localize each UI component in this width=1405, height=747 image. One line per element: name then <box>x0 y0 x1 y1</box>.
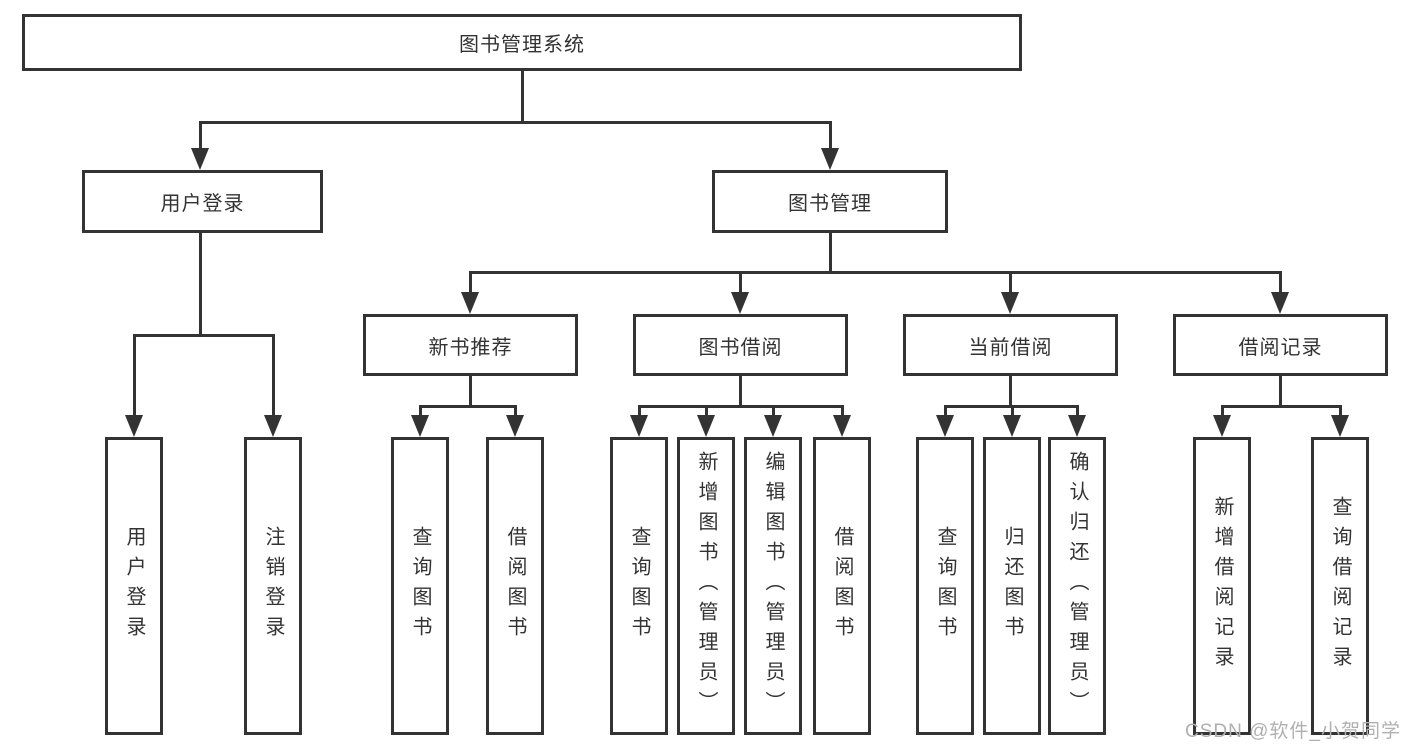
node-label: 查询图书 <box>934 526 956 646</box>
arrow-stem <box>1278 272 1282 296</box>
arrow-stem <box>1008 272 1012 296</box>
arrow-stem <box>468 272 472 296</box>
node-leaf-add-book-admin: 新增图书（管理员） <box>677 437 735 735</box>
node-label: 新增图书（管理员） <box>695 451 717 721</box>
node-label: 用户登录 <box>123 526 145 646</box>
node-leaf-query-book-1: 查询图书 <box>391 437 449 735</box>
node-leaf-borrow-book-2: 借阅图书 <box>813 437 871 735</box>
node-label: 注销登录 <box>262 526 284 646</box>
arrow-stem <box>828 122 832 152</box>
connector-line <box>198 233 202 335</box>
arrow-stem <box>1220 406 1224 419</box>
csdn-watermark: CSDN @软件_小贺同学 <box>1185 721 1401 742</box>
node-label: 新书推荐 <box>428 336 513 359</box>
node-leaf-query-borrow-record: 查询借阅记录 <box>1311 437 1369 735</box>
node-borrow-record: 借阅记录 <box>1173 314 1388 376</box>
arrow-stem <box>132 335 136 419</box>
connector-line <box>132 333 275 337</box>
node-new-book-recommend: 新书推荐 <box>363 314 578 376</box>
arrow-stem <box>738 272 742 296</box>
node-leaf-query-book-2: 查询图书 <box>610 437 668 735</box>
connector-line <box>738 376 742 406</box>
arrowhead-down-icon <box>125 415 143 437</box>
node-leaf-add-borrow-record: 新增借阅记录 <box>1193 437 1251 735</box>
arrowhead-down-icon <box>411 415 429 437</box>
node-user-login: 用户登录 <box>82 170 323 233</box>
connector-line <box>1008 376 1012 406</box>
node-leaf-query-book-3: 查询图书 <box>916 437 974 735</box>
arrowhead-down-icon <box>1068 415 1086 437</box>
node-label: 查询借阅记录 <box>1329 496 1351 676</box>
node-label: 查询图书 <box>409 526 431 646</box>
node-label: 当前借阅 <box>968 336 1053 359</box>
node-label: 编辑图书（管理员） <box>762 451 784 721</box>
node-leaf-edit-book-admin: 编辑图书（管理员） <box>744 437 802 735</box>
arrowhead-down-icon <box>1331 415 1349 437</box>
arrow-stem <box>1010 406 1014 419</box>
node-label: 图书管理 <box>788 193 872 215</box>
arrow-stem <box>840 406 844 419</box>
node-leaf-confirm-return-admin: 确认归还（管理员） <box>1048 437 1106 735</box>
connector-line <box>637 404 844 408</box>
connector-line <box>198 120 832 124</box>
arrowhead-down-icon <box>630 415 648 437</box>
node-label: 用户登录 <box>160 193 245 215</box>
arrowhead-down-icon <box>1003 415 1021 437</box>
arrowhead-down-icon <box>697 415 715 437</box>
arrowhead-down-icon <box>506 415 524 437</box>
connector-line <box>1220 404 1342 408</box>
connector-line <box>520 71 524 122</box>
arrowhead-down-icon <box>461 292 479 314</box>
arrowhead-down-icon <box>1271 292 1289 314</box>
arrow-stem <box>704 406 708 419</box>
connector-line <box>418 404 517 408</box>
arrow-stem <box>271 335 275 419</box>
node-leaf-user-login: 用户登录 <box>105 437 163 735</box>
arrow-stem <box>1075 406 1079 419</box>
node-label: 新增借阅记录 <box>1211 496 1233 676</box>
node-book-management: 图书管理 <box>712 170 948 233</box>
connector-line <box>1278 376 1282 406</box>
node-leaf-return-book: 归还图书 <box>983 437 1041 735</box>
node-label: 查询图书 <box>628 526 650 646</box>
arrow-stem <box>513 406 517 419</box>
node-book-borrow: 图书借阅 <box>633 314 848 376</box>
arrowhead-down-icon <box>1213 415 1231 437</box>
arrow-stem <box>418 406 422 419</box>
node-label: 借阅记录 <box>1238 336 1323 359</box>
arrowhead-down-icon <box>764 415 782 437</box>
node-label: 图书借阅 <box>698 336 783 359</box>
connector-line <box>828 233 832 272</box>
node-label: 借阅图书 <box>831 526 853 646</box>
arrow-stem <box>637 406 641 419</box>
arrowhead-down-icon <box>731 292 749 314</box>
arrow-stem <box>943 406 947 419</box>
arrowhead-down-icon <box>833 415 851 437</box>
node-label: 借阅图书 <box>504 526 526 646</box>
arrow-stem <box>771 406 775 419</box>
node-current-borrow: 当前借阅 <box>903 314 1118 376</box>
arrowhead-down-icon <box>264 415 282 437</box>
node-leaf-borrow-book-1: 借阅图书 <box>486 437 544 735</box>
connector-line <box>468 376 472 406</box>
node-leaf-logout: 注销登录 <box>244 437 302 735</box>
arrow-stem <box>198 122 202 152</box>
connector-line <box>468 270 1282 274</box>
arrowhead-down-icon <box>191 148 209 170</box>
arrowhead-down-icon <box>936 415 954 437</box>
node-label: 确认归还（管理员） <box>1066 451 1088 721</box>
arrow-stem <box>1338 406 1342 419</box>
node-root: 图书管理系统 <box>22 14 1022 71</box>
node-label: 图书管理系统 <box>459 34 585 56</box>
node-label: 归还图书 <box>1001 526 1023 646</box>
arrowhead-down-icon <box>821 148 839 170</box>
arrowhead-down-icon <box>1001 292 1019 314</box>
